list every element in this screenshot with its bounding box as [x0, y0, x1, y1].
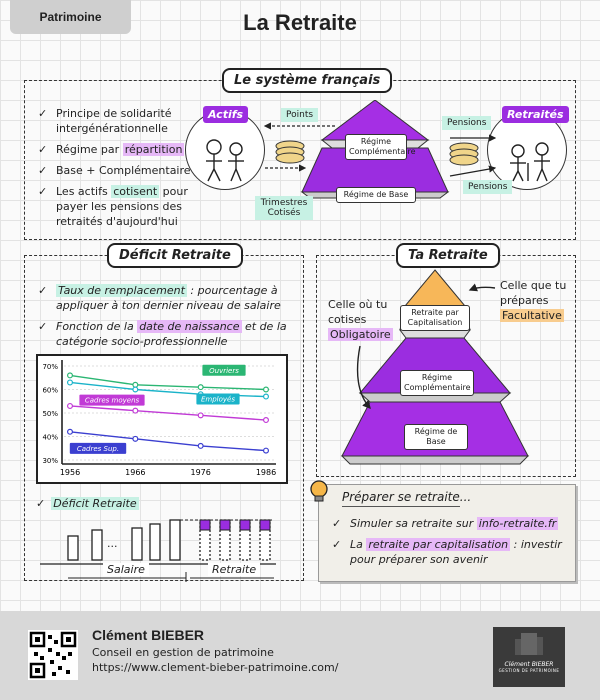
data-point	[132, 435, 139, 442]
category-tag: Patrimoine	[10, 0, 131, 34]
x-tick-label: 1956	[60, 468, 80, 477]
deficit-segment	[259, 519, 271, 531]
series-label: Cadres moyens	[85, 397, 140, 405]
lightbulb-icon	[310, 480, 328, 502]
points-label: Points	[281, 108, 319, 122]
list-item: Taux de remplacement : pourcentage à app…	[36, 283, 298, 313]
preparer-bullets: Simuler sa retraite sur info-retraite.fr…	[330, 516, 570, 573]
data-point	[263, 447, 270, 454]
building-icon	[515, 633, 543, 655]
data-point	[132, 386, 139, 393]
data-point	[197, 412, 204, 419]
retraite-label: Retraite	[208, 563, 261, 576]
data-point	[132, 381, 139, 388]
y-tick-label: 30%	[42, 457, 58, 465]
ta-retraite-title: Ta Retraite	[396, 243, 500, 268]
data-point	[263, 393, 270, 400]
series-line	[69, 374, 267, 391]
deficit-bullets: Taux de remplacement : pourcentage à app…	[36, 283, 298, 355]
list-item: Régime par répartition	[36, 142, 196, 157]
x-tick-label: 1966	[125, 468, 145, 477]
regime-complementaire-label: Régime Complémentaire	[345, 134, 416, 160]
list-item: La retraite par capitalisation : investi…	[330, 537, 570, 567]
preparer-title: Préparer se retraite...	[342, 490, 472, 504]
deficit-segment	[239, 519, 251, 531]
ellipsis: ...	[107, 537, 118, 550]
deficit-bars	[40, 519, 276, 582]
deficit-segment	[199, 519, 211, 531]
deficit-segment	[219, 519, 231, 531]
x-tick-label: 1976	[190, 468, 210, 477]
systeme-title: Le système français	[222, 68, 393, 93]
data-point	[197, 384, 204, 391]
brand-logo: Clément BIEBER GESTION DE PATRIMOINE	[493, 627, 565, 687]
elderly-people-icon	[510, 142, 550, 182]
taux-remplacement-chart: 70% 60% 50% 40% 30%1956 1966 1976 1986 OuvriersE…	[42, 360, 276, 477]
retraites-label: Retraités	[502, 106, 569, 123]
preparer-title-underline	[342, 506, 460, 507]
retraites-circle	[487, 110, 567, 190]
data-point	[197, 442, 204, 449]
regime-base-label: Régime de Base	[336, 187, 416, 203]
series-line	[69, 431, 267, 452]
systeme-bullets: Principe de solidarité intergénérationne…	[36, 106, 196, 235]
series-label-bg	[196, 393, 240, 405]
trimestres-label: Trimestres Cotisés	[255, 196, 313, 220]
list-item: Les actifs cotisent pour payer les pensi…	[36, 184, 196, 229]
pensions-bottom-label: Pensions	[463, 180, 513, 194]
list-item: Principe de solidarité intergénérationne…	[36, 106, 196, 136]
capitalisation-label: Retraite par Capitalisation	[400, 305, 470, 331]
author-role: Conseil en gestion de patrimoine	[92, 646, 274, 659]
complementaire-label: Régime Complémentaire	[400, 370, 474, 396]
y-tick-label: 50%	[42, 410, 58, 418]
data-point	[67, 402, 74, 409]
y-tick-label: 70%	[42, 363, 58, 371]
list-item: Simuler sa retraite sur info-retraite.fr	[330, 516, 570, 531]
x-tick-label: 1986	[256, 468, 276, 477]
coins-icon	[449, 142, 479, 166]
data-point	[67, 428, 74, 435]
author-url[interactable]: https://www.clement-bieber-patrimoine.co…	[92, 661, 339, 674]
salary-bar	[91, 529, 103, 561]
data-point	[263, 386, 270, 393]
series-label: Cadres Sup.	[77, 445, 119, 453]
series-label-bg	[79, 394, 145, 406]
series-label: Ouvriers	[209, 367, 239, 375]
actifs-label: Actifs	[203, 106, 249, 123]
salary-bar	[131, 527, 143, 561]
flow-arrows	[263, 122, 497, 177]
y-tick-label: 60%	[42, 387, 58, 395]
series-label-bg	[202, 364, 246, 376]
y-tick-label: 40%	[42, 434, 58, 442]
list-item: Fonction de la date de naissance et de l…	[36, 319, 298, 349]
base-label: Régime de Base	[404, 424, 468, 450]
series-label: Employés	[201, 396, 235, 404]
data-point	[263, 417, 270, 424]
list-item: Base + Complémentaire	[36, 163, 196, 178]
facultative-note: Celle que tu prépares Facultative	[500, 279, 567, 322]
salary-bar	[149, 523, 161, 561]
deficit-title: Déficit Retraite	[107, 243, 243, 268]
data-point	[67, 379, 74, 386]
author-name: Clément BIEBER	[92, 627, 205, 643]
coins-icon	[275, 140, 305, 164]
deficit-label-row: ✓Déficit Retraite	[36, 497, 139, 510]
data-point	[67, 372, 74, 379]
qr-code-icon[interactable]	[28, 630, 78, 680]
pensions-top-label: Pensions	[442, 116, 492, 130]
salary-bar	[169, 519, 181, 561]
data-point	[132, 407, 139, 414]
salary-bar	[67, 535, 79, 561]
series-label-bg	[69, 442, 127, 454]
actifs-circle	[185, 110, 265, 190]
people-icon	[206, 139, 244, 182]
series-line	[69, 405, 267, 421]
page-title: La Retraite	[243, 10, 357, 35]
salaire-label: Salaire	[103, 563, 149, 576]
obligatoire-note: Celle où tu cotises Obligatoire	[328, 298, 393, 341]
